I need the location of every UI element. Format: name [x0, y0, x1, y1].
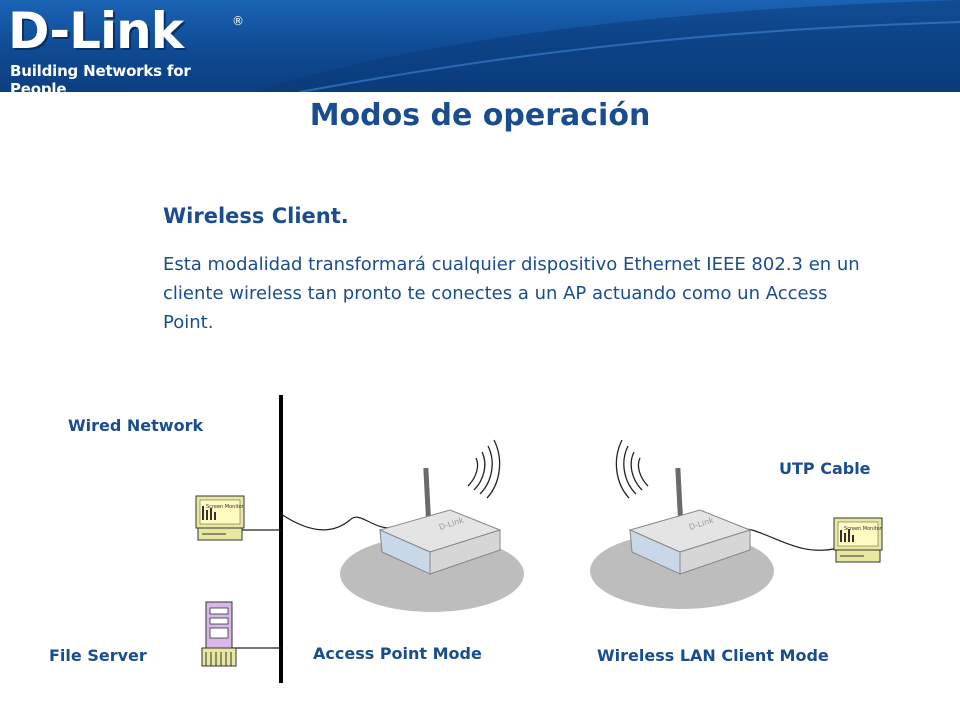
monitor-icon — [833, 517, 883, 563]
logo-tagline: Building Networks for People — [10, 62, 191, 92]
ap-ethernet-cable — [280, 513, 395, 531]
monitor-screen-label-right: Screen Monitor — [844, 526, 883, 532]
wired-network-label: Wired Network — [68, 416, 204, 435]
section-subtitle: Wireless Client. — [163, 204, 349, 228]
file-server-label: File Server — [49, 646, 147, 665]
dlink-logo: D-Link ® Building Networks for People — [8, 2, 244, 92]
header-banner: D-Link ® Building Networks for People — [0, 0, 960, 92]
monitor-screen-label-left: Screen Monitor — [206, 504, 245, 510]
utp-cable-label: UTP Cable — [779, 459, 871, 478]
wireless-signal-icon — [615, 439, 649, 499]
description-text: Esta modalidad transformará cualquier di… — [163, 254, 860, 333]
client-mode-label: Wireless LAN Client Mode — [597, 646, 829, 665]
logo-registered-mark: ® — [232, 14, 244, 28]
server-tower-icon — [201, 601, 237, 667]
access-point-mode-label: Access Point Mode — [313, 644, 482, 663]
wireless-signal-icon — [467, 439, 501, 499]
logo-wordmark: D-Link — [8, 2, 184, 60]
router-icon: D-Link — [378, 467, 502, 575]
router-icon: D-Link — [628, 467, 752, 575]
header-swoosh — [250, 0, 960, 92]
monitor-icon — [195, 495, 245, 541]
page-title: Modos de operación — [309, 98, 651, 133]
